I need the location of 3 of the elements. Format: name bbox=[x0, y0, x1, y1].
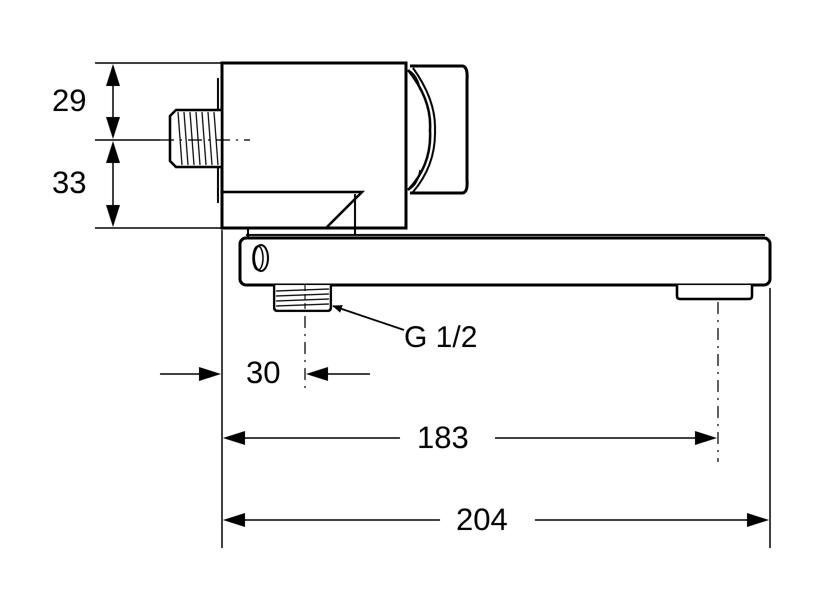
callout-text: G 1/2 bbox=[404, 320, 478, 356]
thread-connector-drawing bbox=[273, 285, 332, 312]
leader-line bbox=[332, 305, 404, 331]
